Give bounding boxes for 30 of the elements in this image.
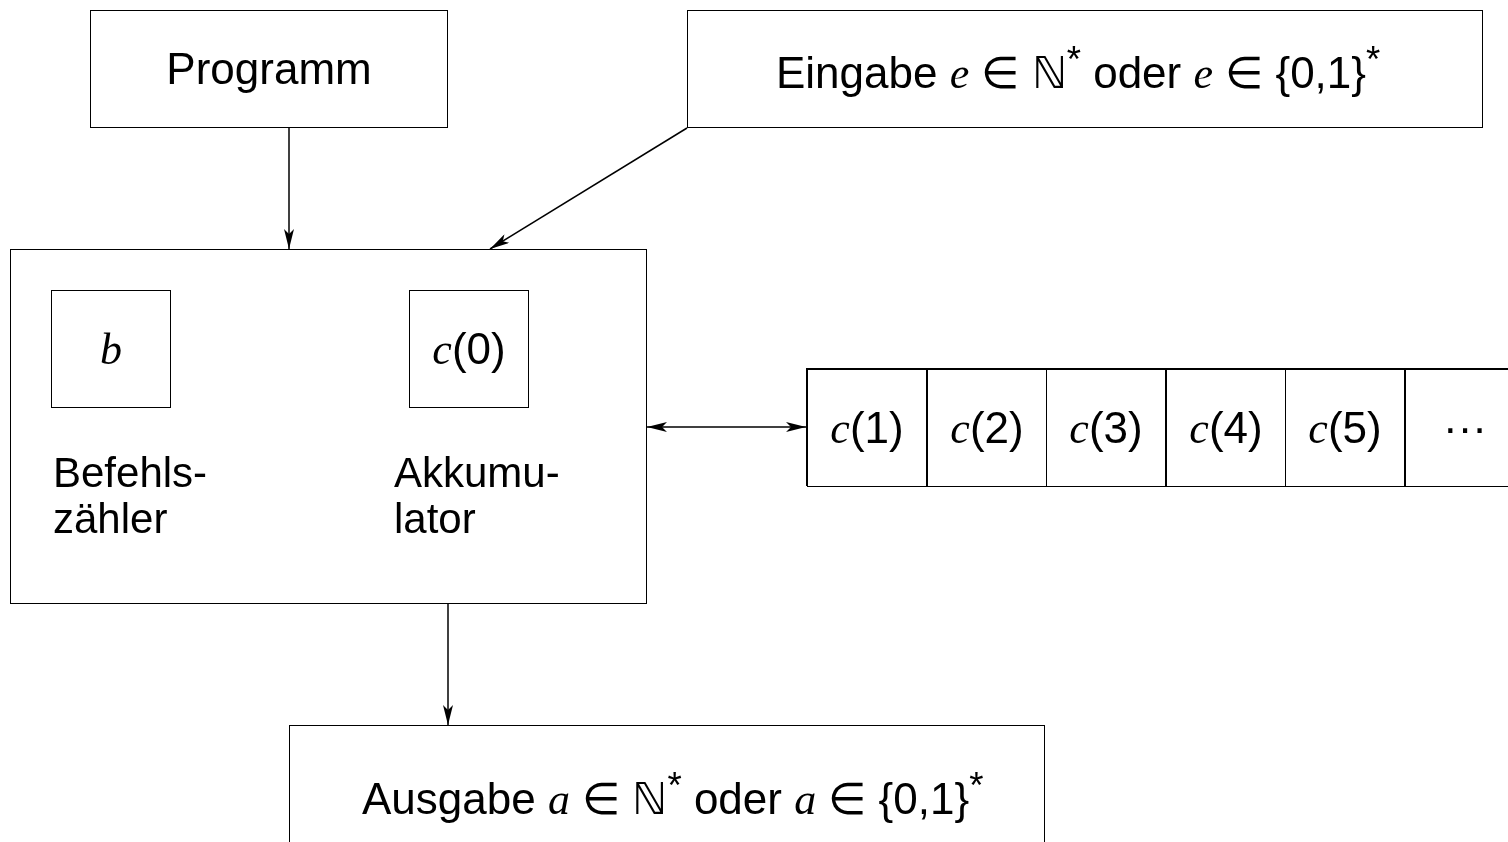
box-label: Ausgabe a ∈ ℕ$^{*}$ oder a ∈ {0,1}$^{*}$ — [362, 765, 984, 825]
box-label: Programm — [166, 44, 372, 94]
register-caption: Befehls- zähler — [53, 450, 209, 542]
box — [807, 369, 927, 487]
box — [51, 290, 171, 408]
box-label: c(5) — [1308, 402, 1382, 454]
box — [409, 290, 529, 408]
arrow — [443, 603, 453, 726]
memory-register-strip — [806, 368, 1508, 486]
arrow — [284, 127, 294, 250]
box-label: ··· — [1443, 403, 1487, 453]
box-label: b — [100, 323, 122, 375]
box — [1285, 369, 1405, 487]
register-caption: Akkumu- lator — [394, 450, 561, 542]
box — [687, 10, 1483, 128]
box-label: c(0) — [432, 323, 506, 375]
box — [1166, 369, 1286, 487]
box — [927, 369, 1047, 487]
box — [90, 10, 448, 128]
box — [1405, 369, 1508, 487]
box-label: c(2) — [950, 402, 1024, 454]
box — [289, 725, 1045, 842]
box-label: c(3) — [1069, 402, 1143, 454]
box-label: c(4) — [1189, 402, 1263, 454]
box-label: Eingabe e ∈ ℕ$^{*}$ oder e ∈ {0,1}$^{*}$ — [776, 39, 1381, 99]
box — [1046, 369, 1166, 487]
arrow — [489, 127, 688, 250]
box-label: c(1) — [830, 402, 904, 454]
arrow — [646, 422, 807, 432]
processor-box — [10, 249, 647, 604]
